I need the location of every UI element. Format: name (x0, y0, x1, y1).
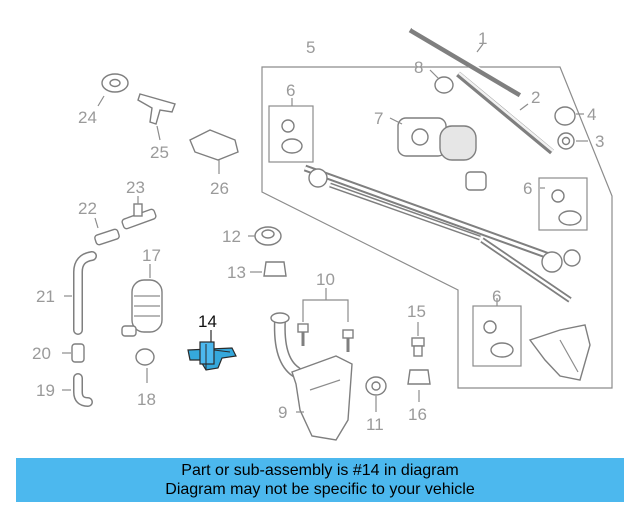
callout-17: 17 (142, 246, 161, 265)
washer-reservoir-part (270, 312, 353, 441)
hose-elbow-part (62, 373, 93, 407)
callout-18: 18 (137, 390, 156, 409)
check-valve-part (94, 217, 120, 246)
callout-10: 10 (316, 270, 335, 289)
grommet-part (97, 73, 129, 107)
washer-nozzle-part (189, 129, 239, 174)
cap-small-part (429, 69, 454, 94)
highlighted-part-14-bracket (187, 330, 237, 371)
callout-14: 14 (198, 312, 217, 331)
reservoir-grommet-part (365, 376, 387, 412)
wiper-blade-part (408, 27, 523, 98)
callout-26: 26 (210, 179, 229, 198)
wiper-linkage-rods (303, 164, 581, 303)
pump-grommet-part (135, 348, 155, 383)
callout-13: 13 (227, 263, 246, 282)
callout-1: 1 (478, 29, 487, 48)
callout-20: 20 (32, 344, 51, 363)
wiper-motor-part (389, 117, 477, 161)
bushing-kit-box-b (538, 177, 588, 231)
banner-line-2: Diagram may not be specific to your vehi… (165, 481, 475, 498)
callout-25: 25 (150, 143, 169, 162)
callout-23: 23 (126, 178, 145, 197)
callout-4: 4 (587, 105, 596, 124)
level-sensor-part (407, 369, 431, 402)
callout-22: 22 (78, 199, 97, 218)
hose-sleeve-part (62, 343, 85, 363)
callout-3: 3 (595, 132, 604, 151)
hose-connector-part (137, 93, 176, 141)
callout-6-b: 6 (523, 179, 532, 198)
callout-7: 7 (374, 109, 383, 128)
callout-9: 9 (278, 403, 287, 422)
callout-15: 15 (407, 302, 426, 321)
wiper-linkage-assembly-outline (261, 66, 613, 389)
callout-21: 21 (36, 287, 55, 306)
callout-6-c: 6 (492, 287, 501, 306)
info-banner: Part or sub-assembly is #14 in diagram D… (16, 458, 624, 502)
callout-19: 19 (36, 381, 55, 400)
callout-5: 5 (306, 38, 315, 57)
reservoir-cap-part (250, 261, 287, 277)
callout-2: 2 (531, 88, 540, 107)
callout-11: 11 (366, 415, 384, 434)
bushing-kit-box-a (268, 98, 314, 163)
callout-24: 24 (78, 108, 97, 127)
cap-part (554, 106, 584, 126)
reservoir-bolts (297, 288, 354, 352)
t-connector-part (121, 196, 157, 230)
nut-part (557, 132, 588, 150)
bushing-kit-box-c (472, 298, 522, 367)
fastener-part (411, 322, 425, 357)
wiper-arm-part (456, 71, 554, 155)
washer-pump-part (121, 264, 163, 337)
washer-hose-part (64, 251, 97, 335)
callout-12: 12 (222, 227, 241, 246)
callout-6-a: 6 (286, 81, 295, 100)
linkage-bracket (528, 324, 591, 381)
callout-16: 16 (408, 405, 427, 424)
filler-neck-seal-part (248, 226, 282, 246)
callout-8: 8 (414, 58, 423, 77)
banner-line-1: Part or sub-assembly is #14 in diagram (181, 462, 459, 479)
